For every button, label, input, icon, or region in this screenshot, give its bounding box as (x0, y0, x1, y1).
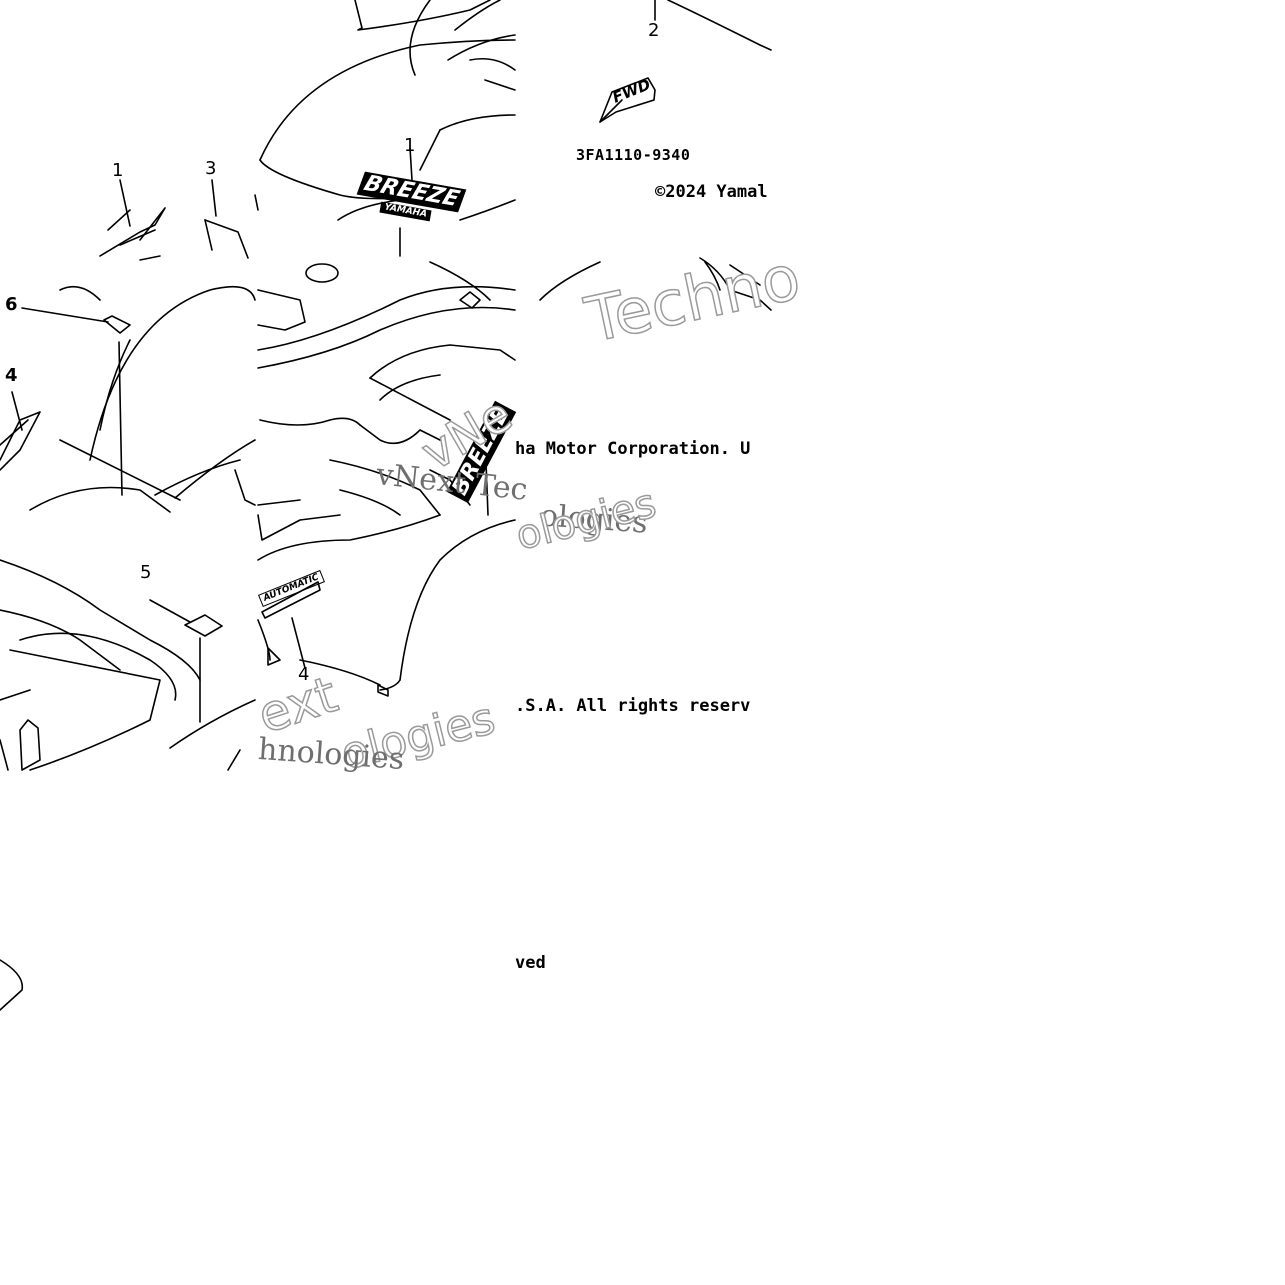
seat-side-view (257, 261, 516, 516)
callout-1-top: 1 (404, 135, 416, 156)
decal-callout-area (599, 0, 772, 123)
front-fender-right-view (539, 257, 772, 311)
rear-fender-side-view (0, 255, 256, 513)
callout-4-bottom: 4 (298, 664, 310, 685)
front-fender-top-view (99, 0, 516, 259)
callout-1-left: 1 (112, 160, 124, 181)
rear-carrier-top-view (0, 559, 256, 1011)
rear-fender-automatic-view (257, 514, 516, 697)
callout-2: 2 (648, 20, 660, 41)
copyright-line-3: .S.A. All rights reserv (515, 696, 751, 716)
callout-4-left: 4 (5, 365, 18, 386)
copyright-line-2: ha Motor Corporation. U (515, 439, 751, 459)
callout-5: 5 (140, 562, 152, 583)
part-number: 3FA1110-9340 (576, 146, 691, 164)
callout-3: 3 (205, 158, 217, 179)
copyright-line-4: ved (515, 953, 546, 973)
callout-6: 6 (5, 294, 18, 315)
copyright-line-1: ©2024 Yamal (655, 182, 768, 202)
